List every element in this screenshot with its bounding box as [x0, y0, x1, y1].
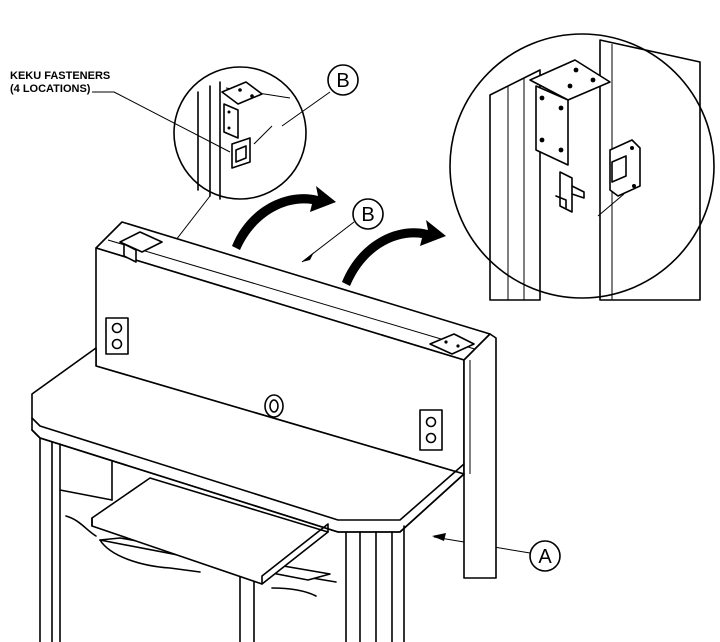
cable-grommet [264, 394, 284, 418]
work-surface [31, 347, 465, 533]
fastener-callout-line1: KEKU FASTENERS [10, 70, 110, 82]
label-b-middle: B [352, 198, 384, 230]
label-b-top: B [327, 64, 359, 96]
fastener-leader [92, 91, 231, 153]
hutch-back-panel [95, 221, 497, 579]
desk-legs [39, 437, 405, 642]
svg-text:B: B [336, 70, 349, 92]
detail-circle-large [449, 33, 715, 301]
swing-arrow-left [232, 186, 336, 250]
fastener-callout-line2: (4 LOCATIONS) [10, 83, 91, 95]
detail-circle-small [173, 66, 307, 200]
label-a: A [529, 540, 561, 572]
outlet-left [105, 317, 129, 355]
svg-text:A: A [538, 546, 552, 568]
outlet-right [419, 409, 443, 451]
swing-arrow-right [342, 220, 446, 286]
svg-text:B: B [361, 204, 374, 226]
keyboard-tray [65, 477, 331, 597]
